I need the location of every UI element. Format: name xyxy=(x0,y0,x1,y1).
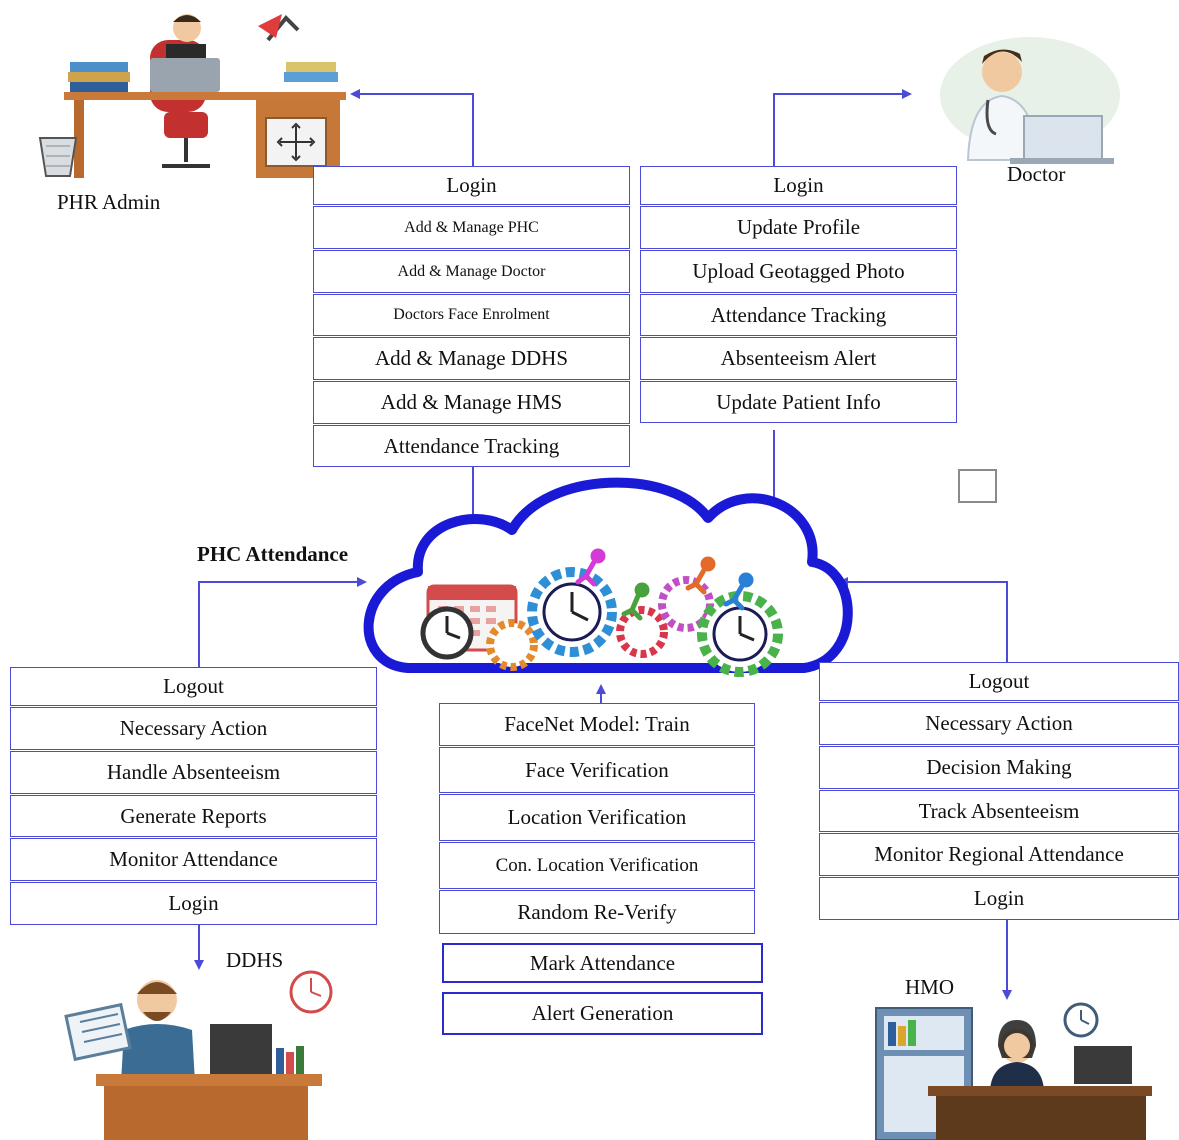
doctor-label: Doctor xyxy=(1007,162,1066,186)
ddhs-menu: Logout Necessary Action Handle Absenteei… xyxy=(10,667,377,925)
hmo-officer-illustration xyxy=(875,1002,1152,1140)
admin-menu-item-login[interactable]: Login xyxy=(313,166,630,205)
ddhs-menu-item-necessary-action[interactable]: Necessary Action xyxy=(10,707,377,750)
core-item-alert-generation[interactable]: Alert Generation xyxy=(442,992,763,1035)
hmo-menu-item-track-absenteeism[interactable]: Track Absenteeism xyxy=(819,790,1179,832)
placeholder-square xyxy=(958,469,997,503)
ddhs-menu-item-login[interactable]: Login xyxy=(10,882,377,925)
admin-menu-item-add-manage-hms[interactable]: Add & Manage HMS xyxy=(313,381,630,424)
doctor-menu-item-update-patient-info[interactable]: Update Patient Info xyxy=(640,381,957,423)
hmo-menu-item-monitor-regional-attendance[interactable]: Monitor Regional Attendance xyxy=(819,833,1179,876)
doctor-laptop-illustration xyxy=(940,37,1120,164)
ddhs-officer-illustration xyxy=(64,970,333,1140)
doctor-menu-item-attendance-tracking[interactable]: Attendance Tracking xyxy=(640,294,957,336)
core-item-facenet-model-train[interactable]: FaceNet Model: Train xyxy=(439,703,755,746)
connector-ddhs-to-cloud xyxy=(198,577,367,667)
admin-menu: Login Add & Manage PHC Add & Manage Doct… xyxy=(313,166,630,467)
hmo-menu: Logout Necessary Action Decision Making … xyxy=(819,662,1179,920)
hmo-menu-item-logout[interactable]: Logout xyxy=(819,662,1179,701)
admin-menu-item-add-manage-ddhs[interactable]: Add & Manage DDHS xyxy=(313,337,630,380)
ddhs-menu-item-generate-reports[interactable]: Generate Reports xyxy=(10,795,377,837)
admin-menu-item-add-manage-phc[interactable]: Add & Manage PHC xyxy=(313,206,630,249)
admin-desk-illustration xyxy=(38,14,346,178)
ddhs-label: DDHS xyxy=(226,948,284,972)
core-item-con-location-verification[interactable]: Con. Location Verification xyxy=(439,842,755,889)
hmo-menu-item-login[interactable]: Login xyxy=(819,877,1179,920)
core-process-menu: FaceNet Model: Train Face Verification L… xyxy=(439,703,763,1035)
doctor-menu-item-login[interactable]: Login xyxy=(640,166,957,205)
gear-icon xyxy=(486,567,783,677)
hmo-menu-item-decision-making[interactable]: Decision Making xyxy=(819,746,1179,789)
connector-doctor-login xyxy=(773,89,912,166)
doctor-menu: Login Update Profile Upload Geotagged Ph… xyxy=(640,166,957,423)
phc-attendance-label: PHC Attendance xyxy=(197,542,349,566)
doctor-menu-item-update-profile[interactable]: Update Profile xyxy=(640,206,957,249)
hmo-menu-item-necessary-action[interactable]: Necessary Action xyxy=(819,702,1179,745)
connector-hmo-to-cloud xyxy=(838,577,1008,662)
clock-icon xyxy=(420,606,474,660)
runner-icon xyxy=(575,548,754,621)
hmo-label: HMO xyxy=(905,975,955,999)
connector-admin-login xyxy=(350,89,474,166)
ddhs-menu-item-logout[interactable]: Logout xyxy=(10,667,377,706)
core-item-face-verification[interactable]: Face Verification xyxy=(439,747,755,793)
core-item-location-verification[interactable]: Location Verification xyxy=(439,794,755,841)
doctor-menu-item-upload-geotagged-photo[interactable]: Upload Geotagged Photo xyxy=(640,250,957,293)
admin-menu-item-attendance-tracking[interactable]: Attendance Tracking xyxy=(313,425,630,467)
admin-menu-item-doctors-face-enrolment[interactable]: Doctors Face Enrolment xyxy=(313,294,630,336)
ddhs-menu-item-monitor-attendance[interactable]: Monitor Attendance xyxy=(10,838,377,881)
core-item-mark-attendance[interactable]: Mark Attendance xyxy=(442,943,763,983)
admin-menu-item-add-manage-doctor[interactable]: Add & Manage Doctor xyxy=(313,250,630,293)
ddhs-menu-item-handle-absenteeism[interactable]: Handle Absenteeism xyxy=(10,751,377,794)
core-item-random-re-verify[interactable]: Random Re-Verify xyxy=(439,890,755,934)
phr-admin-label: PHR Admin xyxy=(57,190,161,214)
doctor-menu-item-absenteeism-alert[interactable]: Absenteeism Alert xyxy=(640,337,957,380)
